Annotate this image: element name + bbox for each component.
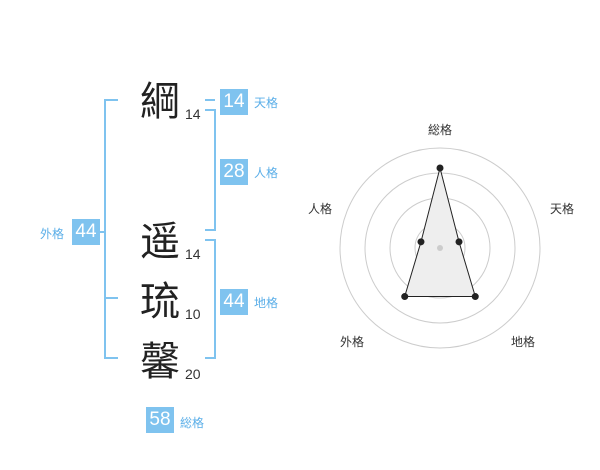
jinkaku-bracket bbox=[205, 109, 216, 231]
chikaku-bracket bbox=[205, 239, 216, 359]
jinkaku-label: 人格 bbox=[254, 166, 279, 180]
radar-point bbox=[455, 238, 463, 246]
gaikaku-value-badge: 44 bbox=[72, 219, 100, 245]
radar-point bbox=[436, 164, 444, 172]
radar-center-dot bbox=[437, 245, 443, 251]
tenkaku-label: 天格 bbox=[254, 96, 279, 110]
jinkaku-value-badge: 28 bbox=[220, 159, 248, 185]
radar-shape bbox=[404, 167, 476, 297]
name-char-1: 綱 bbox=[140, 79, 180, 125]
radar-label-tenkaku: 天格 bbox=[550, 202, 575, 216]
chikaku-value-badge: 44 bbox=[220, 289, 248, 315]
gaikaku-label: 外格 bbox=[40, 227, 65, 241]
name-char-3-strokes: 10 bbox=[185, 306, 201, 322]
name-char-1-strokes: 14 bbox=[185, 106, 201, 122]
radar-label-chikaku: 地格 bbox=[511, 335, 536, 349]
tenkaku-value-badge: 14 bbox=[220, 89, 248, 115]
radar-ring bbox=[339, 147, 541, 349]
radar-point bbox=[417, 238, 425, 246]
radar-point bbox=[471, 293, 479, 301]
name-char-2: 遥 bbox=[140, 219, 180, 265]
soukaku-label: 総格 bbox=[180, 416, 205, 430]
radar-point bbox=[401, 293, 409, 301]
soukaku-value-badge: 58 bbox=[146, 407, 174, 433]
name-char-4-strokes: 20 bbox=[185, 366, 201, 382]
radar-label-gaikaku: 外格 bbox=[340, 335, 365, 349]
name-char-2-strokes: 14 bbox=[185, 246, 201, 262]
radar-label-soukaku: 総格 bbox=[428, 123, 453, 137]
gaikaku-bracket bbox=[104, 99, 118, 359]
name-char-3: 琉 bbox=[140, 279, 180, 325]
radar-label-jinkaku: 人格 bbox=[308, 202, 333, 216]
chikaku-label: 地格 bbox=[254, 296, 279, 310]
name-char-4: 馨 bbox=[140, 339, 180, 385]
